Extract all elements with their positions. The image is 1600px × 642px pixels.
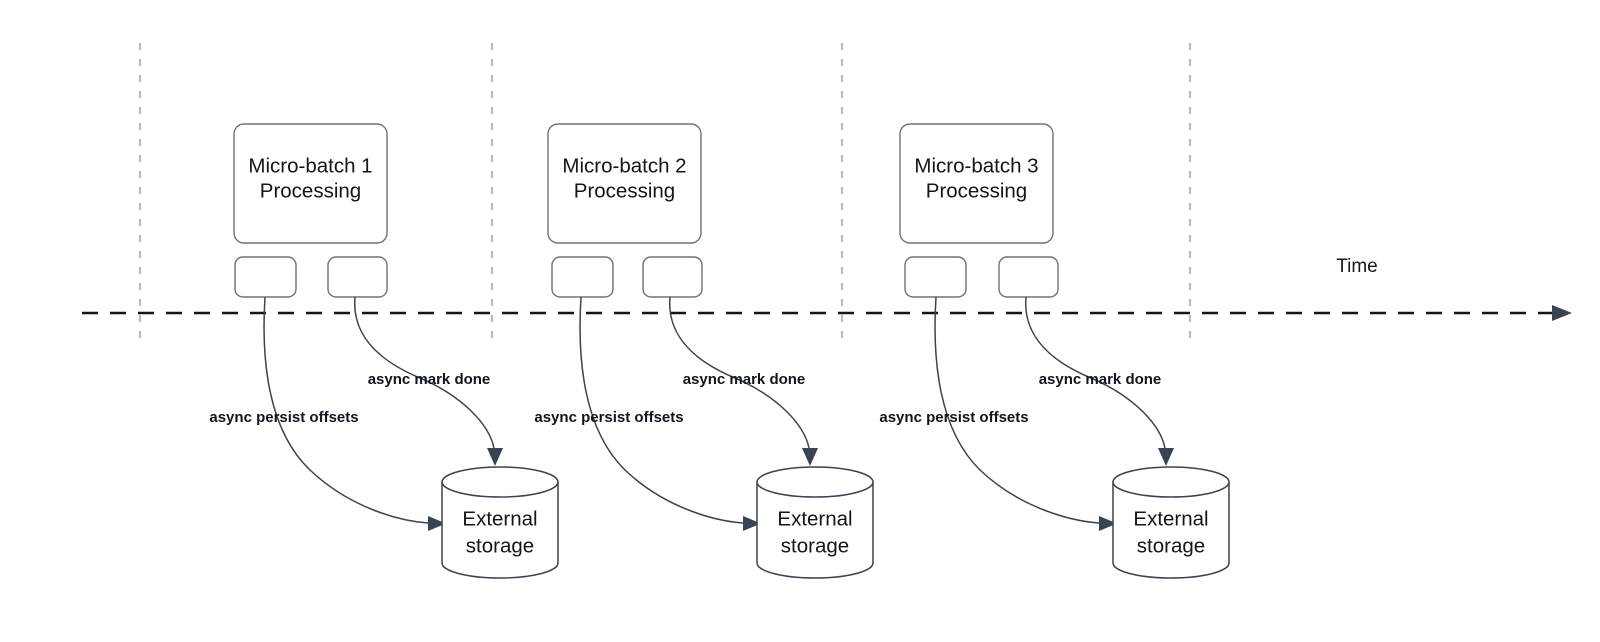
persist-offsets-3-label: async persist offsets [879, 409, 1028, 426]
mark-done-3-edge [1025, 296, 1166, 449]
task-1a-box[interactable] [234, 256, 297, 298]
external-storage-3-label-line1: External [1133, 507, 1208, 530]
persist-offsets-2-arrowhead-icon [743, 516, 761, 531]
timeline-guide-lines [138, 43, 1192, 347]
micro-batch-3-box[interactable] [899, 123, 1054, 244]
task-2a-box[interactable] [551, 256, 614, 298]
micro-batch-2-box[interactable] [547, 123, 702, 244]
timeline-arrowhead-icon [1552, 305, 1572, 321]
micro-batch-3-label-line1: Micro-batch 3 [914, 154, 1038, 177]
external-storage-3[interactable]: External storage [1112, 466, 1230, 579]
micro-batch-1-box[interactable] [233, 123, 388, 244]
mark-done-1-arrowhead-icon [487, 448, 503, 466]
external-storage-2[interactable]: External storage [756, 466, 874, 579]
external-storage-1-label-line2: storage [466, 534, 534, 557]
micro-batch-3-label-line2: Processing [926, 179, 1027, 202]
external-storage-1-top [441, 466, 559, 498]
micro-batch-3-group: Micro-batch 3 Processing async persist o… [879, 123, 1230, 579]
persist-offsets-3-arrowhead-icon [1099, 516, 1117, 531]
task-1b-box[interactable] [327, 256, 388, 298]
persist-offsets-1-edge [263, 296, 429, 524]
persist-offsets-1-arrowhead-icon [428, 516, 446, 531]
mark-done-2-arrowhead-icon [802, 448, 818, 466]
timeline-axis [82, 305, 1572, 321]
external-storage-1[interactable]: External storage [441, 466, 559, 579]
external-storage-3-body [1112, 482, 1230, 579]
mark-done-3-arrowhead-icon [1158, 448, 1174, 466]
micro-batch-2-label-line2: Processing [574, 179, 675, 202]
micro-batch-1-label-line2: Processing [260, 179, 361, 202]
task-2b-box[interactable] [642, 256, 703, 298]
persist-offsets-2-edge [579, 296, 744, 524]
mark-done-1-edge [354, 296, 495, 449]
micro-batch-1-group: Micro-batch 1 Processing async persist o… [209, 123, 559, 579]
external-storage-2-label-line2: storage [781, 534, 849, 557]
external-storage-1-body [441, 482, 559, 579]
external-storage-2-top [756, 466, 874, 498]
persist-offsets-3-edge [934, 296, 1100, 524]
persist-offsets-2-label: async persist offsets [534, 409, 683, 426]
external-storage-2-body [756, 482, 874, 579]
external-storage-1-label-line1: External [462, 507, 537, 530]
persist-offsets-1-label: async persist offsets [209, 409, 358, 426]
time-axis-label: Time [1336, 256, 1378, 277]
mark-done-2-label: async mark done [683, 371, 806, 388]
mark-done-2-edge [669, 296, 810, 449]
external-storage-2-label-line1: External [777, 507, 852, 530]
task-3b-box[interactable] [998, 256, 1059, 298]
external-storage-3-label-line2: storage [1137, 534, 1205, 557]
micro-batch-1-label-line1: Micro-batch 1 [248, 154, 372, 177]
external-storage-3-top [1112, 466, 1230, 498]
task-3a-box[interactable] [904, 256, 967, 298]
micro-batch-2-group: Micro-batch 2 Processing async persist o… [534, 123, 874, 579]
mark-done-3-label: async mark done [1039, 371, 1162, 388]
micro-batch-2-label-line1: Micro-batch 2 [562, 154, 686, 177]
mark-done-1-label: async mark done [368, 371, 491, 388]
